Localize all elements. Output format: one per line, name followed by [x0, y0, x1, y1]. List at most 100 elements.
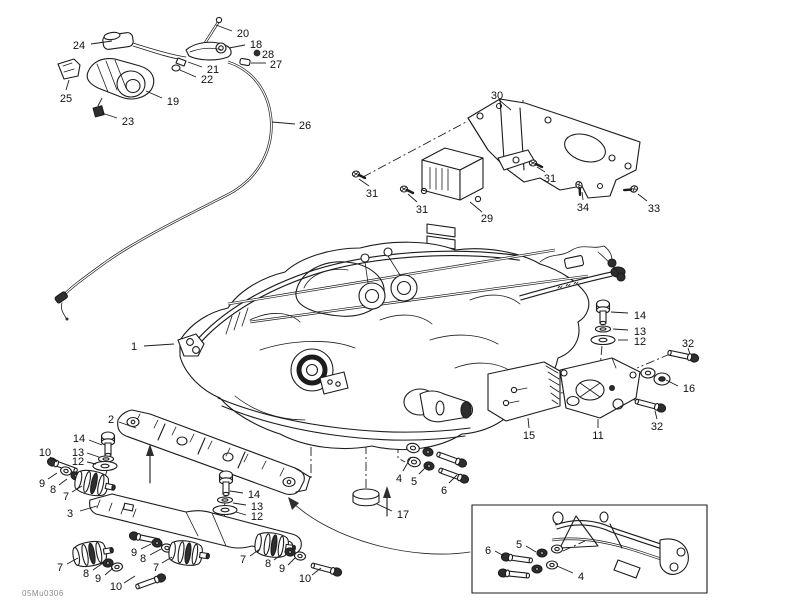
callout-34: 34	[577, 202, 589, 214]
callout-6b: 6	[485, 545, 491, 557]
callout-10c: 10	[299, 573, 311, 585]
callout-33: 33	[648, 203, 660, 215]
leader-line-23	[102, 113, 117, 118]
callout-17: 17	[397, 509, 409, 521]
callout-14b: 14	[248, 489, 260, 501]
callout-12r: 12	[634, 336, 646, 348]
rubber-mount-7	[166, 538, 212, 569]
lock-washer-13	[594, 325, 612, 333]
callout-1: 1	[131, 341, 137, 353]
center-hardware	[353, 441, 471, 506]
leader-line-7c	[162, 557, 172, 563]
callout-25: 25	[60, 93, 72, 105]
leader-line-7b	[67, 558, 78, 564]
tank-grommet	[93, 96, 104, 117]
leader-line-7d	[250, 549, 260, 556]
callout-23: 23	[122, 116, 134, 128]
callout-6a: 6	[441, 485, 447, 497]
damper-plate-15	[488, 362, 560, 421]
leader-line-33	[638, 194, 647, 201]
callout-16: 16	[683, 383, 695, 395]
leader-line-15	[528, 418, 529, 428]
leader-line-8c	[93, 563, 103, 570]
leader-line-14b	[230, 491, 243, 493]
screw-31	[351, 169, 367, 180]
lock-washer-13	[216, 496, 234, 504]
support-rail-2	[118, 410, 310, 494]
inset-detail-box	[472, 505, 707, 593]
lock-washer-5	[422, 460, 436, 472]
callout-31c: 31	[544, 173, 556, 185]
ecu-module-29	[421, 148, 483, 249]
leader-line-10c	[312, 568, 321, 575]
leader-line-25	[66, 80, 69, 90]
leader-line-12b	[236, 512, 246, 515]
leader-line-29	[470, 202, 482, 212]
callout-22: 22	[201, 74, 213, 86]
callout-4b: 4	[578, 571, 584, 583]
screw-33	[623, 182, 640, 198]
leader-line-20	[216, 25, 232, 31]
leader-line-18	[229, 45, 245, 48]
callout-3: 3	[67, 508, 73, 520]
leader-line-32a	[688, 348, 690, 354]
leader-line-14a	[89, 440, 102, 445]
bolt-6	[435, 449, 469, 469]
leader-line-13b	[233, 503, 246, 505]
marker-dot-28	[253, 49, 261, 57]
grommet-22	[172, 65, 180, 71]
oil-tank-group	[58, 31, 186, 116]
leader-line-3	[80, 506, 97, 511]
leader-line-13a	[87, 453, 99, 457]
leader-line-10b	[124, 576, 135, 583]
callout-8b: 8	[140, 553, 146, 565]
callout-5b: 5	[516, 539, 522, 551]
callout-30: 30	[491, 90, 503, 102]
callout-15: 15	[523, 430, 535, 442]
leader-line-19	[146, 91, 162, 98]
callout-9d: 9	[279, 563, 285, 575]
leader-line-10a	[50, 457, 57, 462]
damper-cup-17	[353, 489, 379, 506]
callout-10a: 10	[39, 447, 51, 459]
leader-line-7a	[72, 486, 82, 492]
callout-18: 18	[250, 39, 262, 51]
callout-9c: 9	[95, 573, 101, 585]
callout-31a: 31	[366, 188, 378, 200]
callout-8a: 8	[50, 484, 56, 496]
leader-line-4b	[557, 566, 573, 573]
callout-13a: 13	[72, 447, 84, 459]
leader-line-13r	[613, 329, 628, 330]
nut-5	[536, 548, 548, 558]
callout-14r: 14	[634, 310, 646, 322]
leader-line-16	[666, 380, 678, 386]
leader-line-2	[119, 422, 136, 428]
callout-9b: 9	[131, 547, 137, 559]
callout-12b: 12	[251, 511, 263, 523]
leader-line-34	[582, 192, 583, 200]
leader-line-5a	[419, 465, 428, 474]
callout-20: 20	[237, 28, 249, 40]
leader-line-6b	[495, 551, 504, 556]
leader-line-14r	[611, 312, 628, 313]
leader-line-8b	[150, 549, 161, 555]
callout-13r: 13	[634, 326, 646, 338]
callout-19: 19	[167, 96, 179, 108]
callout-5a: 5	[411, 476, 417, 488]
washer-4	[406, 455, 422, 469]
leader-line-17	[377, 504, 392, 511]
bracket-30-group	[351, 99, 640, 249]
bolt-32	[666, 348, 700, 364]
callout-8d: 8	[265, 558, 271, 570]
leader-line-31b	[408, 194, 417, 202]
washer-12	[92, 460, 118, 472]
callout-7b: 7	[57, 562, 63, 574]
leader-line-8d	[274, 554, 282, 560]
washer-16	[641, 368, 655, 378]
callout-11: 11	[592, 430, 603, 442]
callout-7c: 7	[153, 562, 159, 574]
washer-4	[550, 544, 564, 554]
leader-line-9b	[141, 544, 151, 549]
